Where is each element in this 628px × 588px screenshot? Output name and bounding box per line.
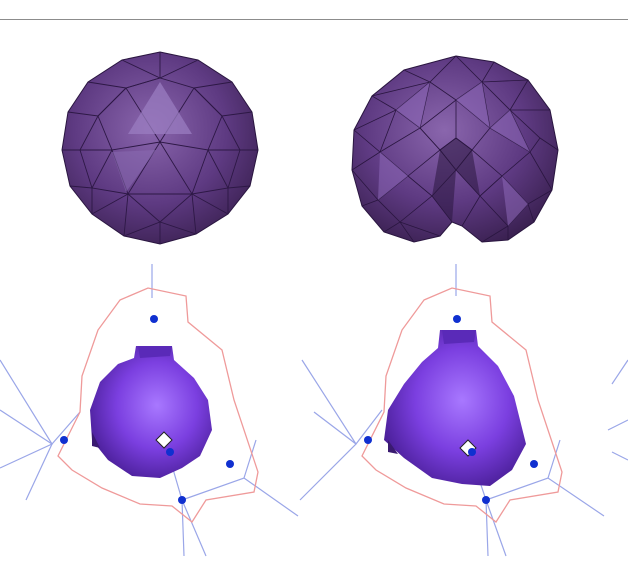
purple-blob xyxy=(384,330,526,486)
voronoi-sites xyxy=(60,315,234,504)
voronoi-edges xyxy=(0,264,299,557)
cell-boundary xyxy=(361,287,563,523)
site-marker-diamond xyxy=(155,431,173,449)
voronoi-sites xyxy=(364,315,538,504)
purple-blob xyxy=(90,346,212,478)
top-divider-line xyxy=(0,19,628,20)
cell-boundary xyxy=(57,287,259,523)
icosphere-subdivided-dented xyxy=(351,55,559,243)
blob-shadow xyxy=(388,440,398,454)
blob-top-cap xyxy=(442,330,476,344)
highlight-facet-lower xyxy=(112,150,156,192)
highlight-facet xyxy=(128,82,192,134)
voronoi-cell-blob-left xyxy=(0,264,299,557)
icosphere-smooth xyxy=(61,51,259,245)
blob-shadow xyxy=(92,432,100,448)
voronoi-cell-blob-right xyxy=(299,264,628,557)
blob-top-cap xyxy=(138,346,172,358)
